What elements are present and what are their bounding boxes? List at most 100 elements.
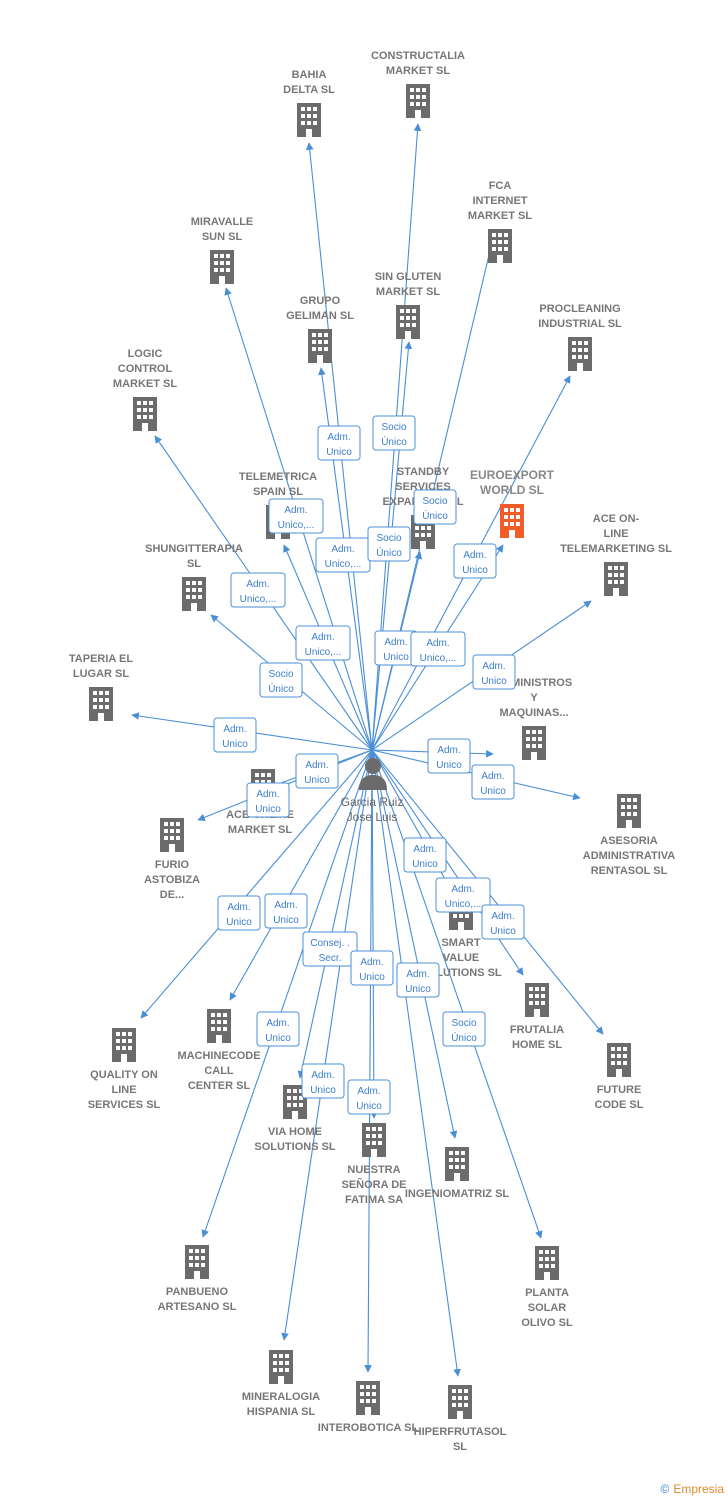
role-badge-text: Adm. [491,911,514,922]
role-badge[interactable]: Adm.Unico [472,654,516,690]
company-node-interobotica[interactable]: INTEROBOTICA SL [318,1381,419,1434]
role-badge[interactable]: Adm.Unico [256,1011,300,1047]
role-badge[interactable]: Adm.Unico [301,1063,345,1099]
role-badge-text: Unico [480,786,506,797]
company-label-line: ADMINISTRATIVA [583,850,676,862]
company-node-ingenio[interactable]: INGENIOMATRIZ SL [405,1147,510,1200]
role-badge[interactable]: Consej. .Secr. [302,931,358,967]
footer-brand[interactable]: ©Empresia [660,1482,724,1496]
role-badge[interactable]: Adm.Unico [295,753,339,789]
role-badge-text: Unico [304,775,330,786]
edge-mineralogia [281,749,373,1341]
role-badge-text: Secr. [319,953,342,964]
role-badge-text: Unico [359,972,385,983]
company-label-line: STANDBY [397,466,450,478]
role-badge[interactable]: Adm.Unico,... [410,631,466,667]
company-label-line: MARKET SL [468,210,532,222]
company-label-line: DE... [160,889,184,901]
building-icon [269,1350,293,1384]
company-label-line: MACHINECODE [177,1050,260,1062]
role-badge[interactable]: Adm. Unico [213,717,257,753]
role-badge-text: Unico [255,804,281,815]
role-badge[interactable]: Adm.Unico [374,630,418,666]
role-badge-text: Unico [405,984,431,995]
company-label-line: PROCLEANING [539,303,620,315]
role-badge[interactable]: Adm.Unico [217,895,261,931]
building-icon [607,1043,631,1077]
role-badge-text: Adm. [482,661,505,672]
company-label-line: SL [187,558,201,570]
edge-interobotica [364,749,373,1373]
company-label-line: FUTURE [597,1084,642,1096]
copyright-icon: © [660,1482,670,1496]
role-badge[interactable]: Adm. Unico [246,782,290,818]
company-label-line: WORLD SL [480,483,544,497]
role-badge[interactable]: Adm.Unico [396,962,440,998]
company-label-line: EUROEXPORT [470,468,555,482]
company-node-furio[interactable]: FURIOASTOBIZADE... [144,818,200,901]
role-badge[interactable]: Adm.Unico [403,837,447,873]
role-badge[interactable]: Adm.Unico,... [295,625,351,661]
person-name-line-1: Garcia Ruiz [341,795,404,809]
company-label-line: RENTASOL SL [591,865,668,877]
role-badge[interactable]: Adm.Unico,... [435,877,491,913]
role-badge-text: Adm. [223,724,246,735]
role-badge[interactable]: Adm.Unico [264,893,308,929]
company-label-line: INGENIOMATRIZ SL [405,1188,510,1200]
role-badge[interactable]: Adm.Unico,... [315,537,371,573]
role-badge[interactable]: Adm.Unico [427,738,471,774]
role-badge[interactable]: Adm.Unico [347,1079,391,1115]
role-badge-text: Unico [222,739,248,750]
role-badge[interactable]: Adm. Unico [350,950,394,986]
role-badge[interactable]: Adm.Unico,... [268,498,324,534]
edge-hiperfrutasol [371,749,461,1377]
person-node[interactable]: Garcia Ruiz Jose Luis [341,758,404,824]
role-badge[interactable]: Adm.Unico [317,425,361,461]
role-badge-text: Unico [462,565,488,576]
role-badge-text: Adm. [360,957,383,968]
building-icon [210,250,234,284]
role-badge[interactable]: Adm.Unico,... [230,572,286,608]
role-badge[interactable]: Adm.Unico [481,904,525,940]
company-label-line: INTERNET [473,195,528,207]
role-badge-text: Adm. [256,789,279,800]
role-badge[interactable]: Adm.Unico [453,543,497,579]
role-badge-text: Unico [326,447,352,458]
role-badge-text: Unico,... [240,594,277,605]
role-badge[interactable]: Adm.Unico [471,764,515,800]
role-badge-text: Unico,... [420,653,457,664]
role-badge-text: Unico [436,760,462,771]
